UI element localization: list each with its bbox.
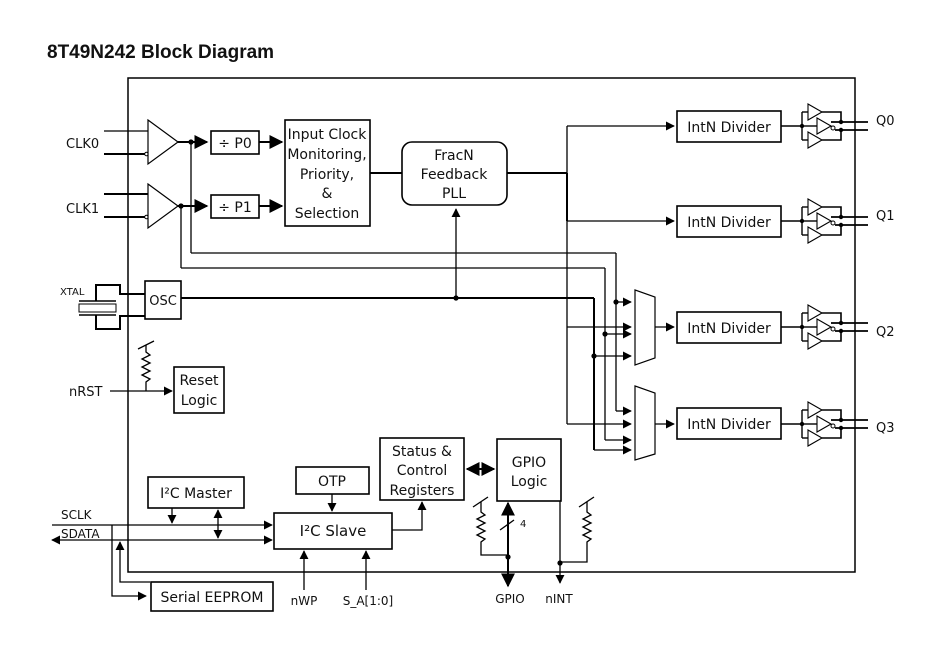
buffer-triangle-icon (816, 212, 833, 230)
input-clock-line-4: & (322, 186, 333, 202)
buffer-triangle-icon (807, 198, 824, 216)
q2-label: Q2 (876, 325, 895, 340)
status-line-3: Registers (390, 483, 455, 499)
s-a-label: S_A[1:0] (343, 594, 394, 608)
buffer-triangle-icon (807, 304, 824, 322)
osc-block (144, 280, 182, 320)
intn-divider-0: IntN Divider (676, 110, 782, 143)
sclk-label: SCLK (61, 508, 93, 522)
output-driver-q1 (781, 198, 868, 244)
i2c-slave-block (273, 512, 393, 550)
buffer-triangle-icon (816, 415, 833, 433)
divider-1-label: IntN Divider (687, 215, 771, 231)
nwp-label: nWP (291, 594, 318, 608)
clk1-label: CLK1 (66, 202, 99, 217)
divider-3-label: IntN Divider (687, 417, 771, 433)
buffer-triangle-icon (816, 117, 833, 135)
buffer-triangle-icon (807, 429, 824, 447)
gpio-logic-line-2: Logic (511, 474, 548, 490)
diagram-title: 8T49N242 Block Diagram (47, 42, 275, 63)
output-driver-q2 (781, 304, 868, 350)
chip-boundary (127, 77, 856, 573)
input-clock-line-5: Selection (295, 206, 360, 222)
divider-2-label: IntN Divider (687, 321, 771, 337)
buffer-triangle-icon (816, 318, 833, 336)
status-control-registers-block (379, 437, 465, 501)
input-clock-line-3: Priority, (300, 167, 354, 183)
mux-q3 (634, 385, 656, 461)
pullup-resistor-icon (137, 340, 155, 391)
xtal-label: XTAL (60, 287, 85, 298)
clk1-buffer (104, 182, 180, 230)
intn-divider-1: IntN Divider (676, 205, 782, 238)
status-line-2: Control (397, 463, 448, 479)
output-driver-q3 (781, 401, 868, 447)
q0-label: Q0 (876, 114, 895, 129)
buffer-triangle-icon (807, 226, 824, 244)
buffer-triangle-icon (807, 103, 824, 121)
input-clock-line-1: Input Clock (288, 127, 368, 143)
eeprom-label: Serial EEPROM (160, 590, 263, 606)
gpio-logic-block (496, 438, 562, 502)
reset-logic-block (173, 366, 225, 414)
intn-divider-2: IntN Divider (676, 311, 782, 344)
gpio-pullup-resistor-icon (472, 496, 508, 556)
pll-line-3: PLL (442, 186, 466, 202)
i2c-master-block (147, 476, 245, 509)
output-driver-q0 (781, 103, 868, 149)
sdata-label: SDATA (61, 527, 100, 541)
reset-line-1: Reset (179, 373, 219, 389)
i2c-slave-label: I²C Slave (300, 522, 367, 540)
xtal-crystal-icon (78, 284, 146, 330)
pll-line-1: FracN (434, 148, 474, 164)
otp-label: OTP (318, 474, 346, 490)
input-clock-line-2: Monitoring, (287, 147, 366, 163)
divider-0-label: IntN Divider (687, 120, 771, 136)
pll-line-2: Feedback (421, 167, 489, 183)
serial-eeprom-block (150, 581, 274, 612)
buffer-triangle-icon (807, 332, 824, 350)
nrst-label: nRST (69, 385, 103, 400)
clk0-buffer (104, 118, 180, 166)
intn-divider-3: IntN Divider (676, 407, 782, 440)
gpio-logic-line-1: GPIO (512, 455, 546, 471)
status-line-1: Status & (392, 444, 452, 460)
q3-label: Q3 (876, 421, 895, 436)
p1-label: ÷ P1 (218, 200, 252, 216)
buffer-triangle-icon (807, 401, 824, 419)
buffer-triangle-icon (807, 131, 824, 149)
clk0-label: CLK0 (66, 137, 99, 152)
reset-line-2: Logic (181, 393, 218, 409)
nint-pin-label: nINT (545, 592, 573, 606)
input-clock-monitoring-block (284, 119, 371, 227)
i2c-master-label: I²C Master (160, 486, 232, 502)
gpio-bus-width-label: 4 (520, 519, 526, 530)
osc-label: OSC (149, 294, 177, 309)
q1-label: Q1 (876, 209, 895, 224)
nint-pullup-resistor-icon (560, 496, 595, 563)
p0-label: ÷ P0 (218, 136, 252, 152)
gpio-pin-label: GPIO (495, 592, 525, 606)
mux-q2 (634, 289, 656, 366)
